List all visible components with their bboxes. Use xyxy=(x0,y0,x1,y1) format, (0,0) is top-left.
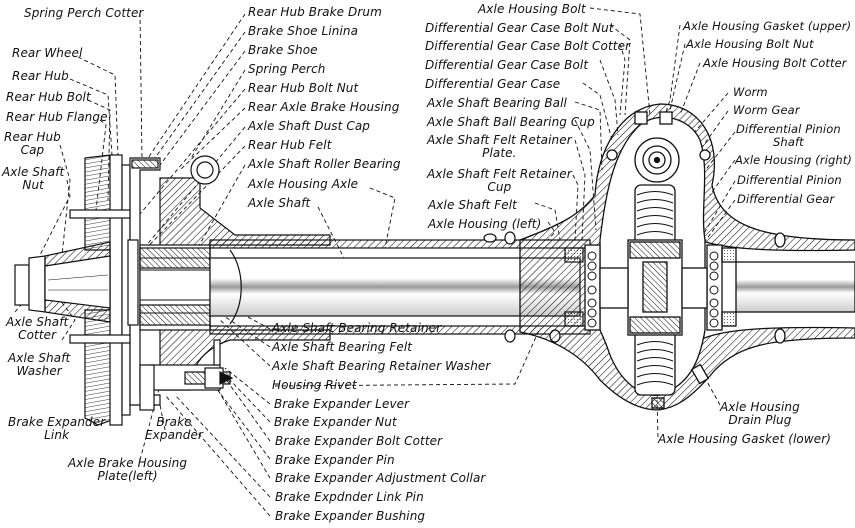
label-brake-expander-link: Brake Expander Link xyxy=(8,415,106,442)
label-brake-expander-nut: Brake Expander Nut xyxy=(274,415,397,429)
label-axle-housing-bolt-cotter: Axle Housing Bolt Cotter xyxy=(703,56,847,70)
label-differential-gear-case-bolt: Differential Gear Case Bolt xyxy=(425,58,589,72)
label-brake-shoe-lining: Brake Shoe Linina xyxy=(248,24,359,38)
label-axle-shaft-felt-retainer-plate: Axle Shaft Felt Retainer Plate. xyxy=(427,133,572,160)
label-axle-shaft-cotter: Axle Shaft Cotter xyxy=(6,315,69,342)
label-axle-shaft-bearing-felt: Axle Shaft Bearing Felt xyxy=(272,340,413,354)
label-axle-shaft-roller-bearing: Axle Shaft Roller Bearing xyxy=(248,157,401,171)
label-axle-housing-left: Axle Housing (left) xyxy=(428,217,542,231)
label-brake-expander-bushing: Brake Expander Bushing xyxy=(275,509,426,523)
hub-and-spindle xyxy=(14,209,139,344)
label-housing-rivet: Housing Rivet xyxy=(272,378,357,392)
label-axle-shaft-felt-retainer-cup: Axle Shaft Felt Retainer Cup xyxy=(427,167,572,194)
label-spring-perch-cotter: Spring Perch Cotter xyxy=(24,6,144,20)
label-rear-hub-bolt-nut: Rear Hub Bolt Nut xyxy=(248,81,359,95)
label-differential-gear-case: Differential Gear Case xyxy=(425,77,561,91)
label-axle-shaft-ball-bearing-cup: Axle Shaft Ball Bearing Cup xyxy=(427,115,595,129)
label-axle-shaft-felt: Axle Shaft Felt xyxy=(428,198,517,212)
label-differential-gear: Differential Gear xyxy=(737,192,835,206)
label-brake-expander-pin: Brake Expander Pin xyxy=(275,453,395,467)
label-axle-shaft-bearing-ball: Axle Shaft Bearing Ball xyxy=(427,96,567,110)
label-brake-shoe: Brake Shoe xyxy=(248,43,318,57)
label-differential-pinion-shaft: Differential Pinion Shaft xyxy=(736,122,841,149)
label-rear-hub-bolt: Rear Hub Bolt xyxy=(6,90,91,104)
label-differential-pinion: Differential Pinion xyxy=(737,173,842,187)
label-rear-wheel: Rear Wheel xyxy=(12,46,83,60)
label-brake-expander-adjustment-collar: Brake Expander Adjustment Collar xyxy=(275,471,486,485)
brake-housing xyxy=(139,155,331,411)
label-axle-shaft-nut: Axle Shaft Nut xyxy=(2,165,65,192)
label-rear-hub-flange: Rear Hub Flange xyxy=(6,110,108,124)
label-rear-hub-felt: Rear Hub Felt xyxy=(248,138,332,152)
label-brake-expander-link-pin: Brake Expdnder Link Pin xyxy=(275,490,424,504)
label-axle-brake-housing-plate-left: Axle Brake Housing Plate(left) xyxy=(68,456,188,483)
label-rear-hub-cap: Rear Hub Cap xyxy=(4,130,61,157)
label-differential-gear-case-bolt-nut: Differential Gear Case Bolt Nut xyxy=(425,21,614,35)
label-axle-housing-bolt-nut: Axle Housing Bolt Nut xyxy=(686,37,814,51)
label-spring-perch: Spring Perch xyxy=(248,62,326,76)
label-axle-shaft-bearing-retainer: Axle Shaft Bearing Retainer xyxy=(272,321,442,335)
label-rear-hub: Rear Hub xyxy=(12,69,69,83)
label-axle-housing-gasket-lower: Axle Housing Gasket (lower) xyxy=(658,432,832,446)
label-axle-housing-gasket-upper: Axle Housing Gasket (upper) xyxy=(683,19,852,33)
label-axle-shaft-washer: Axle Shaft Washer xyxy=(8,351,71,378)
label-axle-shaft-dust-cap: Axle Shaft Dust Cap xyxy=(248,119,371,133)
label-differential-gear-case-bolt-cotter: Differential Gear Case Bolt Cotter xyxy=(425,39,631,53)
label-axle-housing-drain-plug: Axle Housing Drain Plug xyxy=(720,400,800,427)
label-brake-expander-lever: Brake Expander Lever xyxy=(274,397,410,411)
label-brake-expander: Brake Expander xyxy=(145,415,203,442)
label-worm: Worm xyxy=(733,85,768,99)
label-axle-housing-axle: Axle Housing Axle xyxy=(248,177,359,191)
label-brake-expander-bolt-cotter: Brake Expander Bolt Cotter xyxy=(275,434,443,448)
label-axle-housing-bolt: Axle Housing Bolt xyxy=(478,2,586,16)
label-rear-hub-brake-drum: Rear Hub Brake Drum xyxy=(248,5,382,19)
differential-housing xyxy=(519,103,855,411)
label-axle-shaft-bearing-retainer-washer: Axle Shaft Bearing Retainer Washer xyxy=(272,359,491,373)
label-axle-housing-right: Axle Housing (right) xyxy=(735,153,852,167)
label-worm-gear: Worm Gear xyxy=(733,103,800,117)
label-axle-shaft: Axle Shaft xyxy=(248,196,311,210)
label-rear-axle-brake-housing: Rear Axle Brake Housing xyxy=(248,100,400,114)
